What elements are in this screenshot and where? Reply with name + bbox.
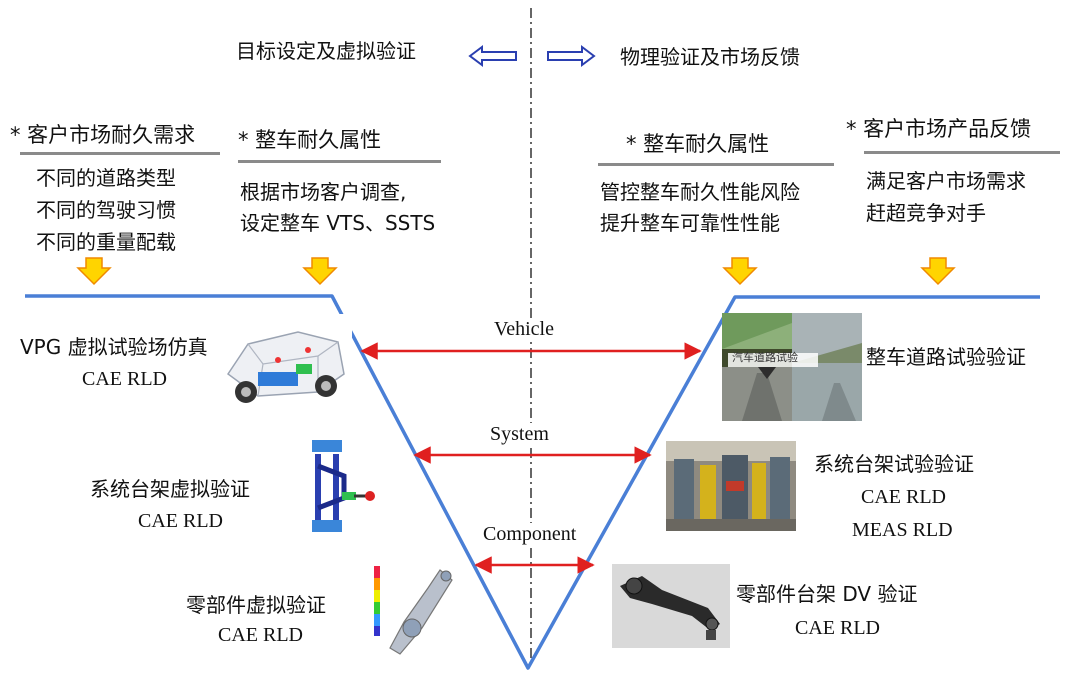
component-dv-label: 零部件台架 DV 验证 bbox=[736, 582, 918, 606]
customer-demand-line-1: 不同的道路类型 bbox=[36, 166, 176, 190]
physical-validation-label: 物理验证及市场反馈 bbox=[620, 45, 800, 69]
vpg-cae-rld-label: CAE RLD bbox=[82, 368, 167, 390]
vehicle-attribute-title-right: * 整车耐久属性 bbox=[626, 132, 770, 156]
vehicle-level-label: Vehicle bbox=[492, 318, 556, 341]
component-dv-cae-rld-label: CAE RLD bbox=[795, 617, 880, 639]
vpg-simulation-label: VPG 虚拟试验场仿真 bbox=[20, 335, 208, 359]
component-level-label: Component bbox=[481, 523, 579, 546]
down-arrow-icon-3 bbox=[722, 257, 758, 286]
vehicle-attribute-left-line-1: 根据市场客户调查, bbox=[240, 180, 407, 204]
market-feedback-line-1: 满足客户市场需求 bbox=[866, 169, 1026, 193]
down-arrow-icon-2 bbox=[302, 257, 338, 286]
vehicle-attribute-underline-right bbox=[598, 163, 834, 166]
vehicle-attribute-right-line-1: 管控整车耐久性能风险 bbox=[600, 180, 800, 204]
component-cae-model-image bbox=[370, 558, 458, 662]
road-test-label: 整车道路试验验证 bbox=[866, 345, 1026, 369]
customer-demand-underline bbox=[20, 152, 220, 155]
customer-demand-line-2: 不同的驾驶习惯 bbox=[36, 198, 176, 222]
system-cae-model-image bbox=[298, 436, 376, 536]
system-level-label: System bbox=[488, 423, 551, 446]
system-bench-cae-rld-label: CAE RLD bbox=[861, 486, 946, 508]
component-cae-rld-label: CAE RLD bbox=[218, 624, 303, 646]
vehicle-attribute-title-left: * 整车耐久属性 bbox=[238, 128, 382, 152]
market-feedback-line-2: 赶超竞争对手 bbox=[866, 201, 986, 225]
vehicle-attribute-left-line-2: 设定整车 VTS、SSTS bbox=[240, 211, 436, 235]
road-test-photo: 汽车道路试验 bbox=[722, 313, 862, 421]
system-virtual-label: 系统台架虚拟验证 bbox=[90, 477, 250, 501]
virtual-validation-label: 目标设定及虚拟验证 bbox=[236, 39, 416, 63]
customer-demand-title: * 客户市场耐久需求 bbox=[10, 123, 196, 147]
down-arrow-icon-1 bbox=[76, 257, 112, 286]
system-bench-meas-rld-label: MEAS RLD bbox=[852, 519, 953, 541]
component-virtual-label: 零部件虚拟验证 bbox=[186, 593, 326, 617]
system-bench-test-label: 系统台架试验验证 bbox=[814, 452, 974, 476]
system-bench-photo bbox=[666, 441, 796, 531]
down-arrow-icon-4 bbox=[920, 257, 956, 286]
market-feedback-title: * 客户市场产品反馈 bbox=[846, 117, 1032, 141]
hollow-arrow-right-icon bbox=[547, 45, 596, 67]
vehicle-attribute-underline-left bbox=[238, 160, 441, 163]
customer-demand-line-3: 不同的重量配载 bbox=[36, 230, 176, 254]
v-process-line bbox=[25, 294, 1040, 670]
vehicle-attribute-right-line-2: 提升整车可靠性性能 bbox=[600, 211, 780, 235]
system-cae-rld-label: CAE RLD bbox=[138, 510, 223, 532]
component-bench-photo bbox=[612, 564, 730, 648]
market-feedback-underline bbox=[864, 151, 1060, 154]
vehicle-cae-model-image bbox=[218, 314, 352, 410]
road-test-sign-text: 汽车道路试验 bbox=[732, 351, 798, 364]
hollow-arrow-left-icon bbox=[468, 45, 517, 67]
